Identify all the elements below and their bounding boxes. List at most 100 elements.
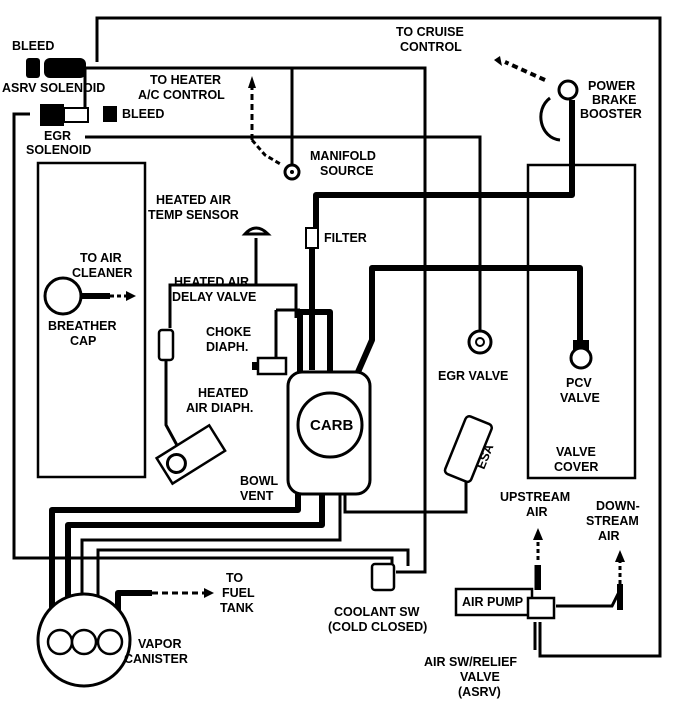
label-to-air-cleaner-1: TO AIR — [80, 251, 122, 265]
thin-vacuum-lines — [12, 16, 662, 658]
brake-booster-check-valve — [557, 79, 579, 101]
to-cruise-dashed — [504, 60, 546, 82]
label-heated-diaph-2: AIR DIAPH. — [186, 401, 253, 415]
pcv-valve-stem — [573, 340, 589, 350]
choke-diaphragm-tab — [252, 362, 258, 370]
label-egr-solenoid-2: SOLENOID — [26, 143, 91, 157]
esa-module — [443, 415, 494, 484]
label-pcv-1: PCV — [566, 376, 592, 390]
label-to-cruise-2: CONTROL — [400, 40, 462, 54]
label-asrv-solenoid: ASRV SOLENOID — [2, 81, 105, 95]
label-to-air-cleaner-2: CLEANER — [72, 266, 132, 280]
egr-valve-center — [475, 337, 485, 347]
label-bleed-egr: BLEED — [122, 107, 164, 121]
booster-to-filter-hose — [313, 100, 575, 228]
sensor-to-carb — [256, 283, 298, 318]
air-cleaner-housing — [36, 161, 147, 479]
label-delay-valve-1: HEATED AIR — [174, 275, 249, 289]
vacuum-filter — [305, 227, 319, 249]
egr-bleed-plug — [103, 106, 117, 122]
label-choke-2: DIAPH. — [206, 340, 248, 354]
label-egr-solenoid-1: EGR — [44, 129, 71, 143]
to-fuel-arrow — [204, 588, 214, 598]
egr-solenoid-port — [63, 107, 89, 123]
label-pcv-2: VALVE — [560, 391, 600, 405]
label-bleed-top: BLEED — [12, 39, 54, 53]
heater-branch — [250, 139, 283, 167]
label-to-fuel-3: TANK — [220, 601, 254, 615]
label-manifold-1: MANIFOLD — [310, 149, 376, 163]
thick-hose-lines — [49, 100, 623, 622]
label-heated-air-sensor-2: TEMP SENSOR — [148, 208, 239, 222]
label-valve-cover-2: COVER — [554, 460, 598, 474]
label-manifold-2: SOURCE — [320, 164, 373, 178]
label-to-fuel-1: TO — [226, 571, 243, 585]
carb-top-hose — [297, 309, 333, 372]
label-downstream-2: STREAM — [586, 514, 639, 528]
label-delay-valve-2: DELAY VALVE — [172, 290, 256, 304]
carburetor-bore — [296, 391, 364, 459]
to-cruise-arrow — [494, 56, 502, 66]
flow-arrows — [110, 56, 625, 598]
canister-purge-line-a — [80, 494, 342, 612]
solenoid-to-coolant-line — [85, 66, 427, 574]
label-asrv-1: AIR SW/RELIEF — [424, 655, 517, 669]
label-asrv-3: (ASRV) — [458, 685, 501, 699]
canister-purge-line-b — [96, 548, 410, 620]
label-valve-cover-1: VALVE — [556, 445, 596, 459]
bowl-vent-hose — [49, 494, 301, 622]
label-esa: ESA — [474, 442, 497, 471]
canister-port-center — [70, 628, 98, 656]
carb-purge-hose — [65, 494, 325, 612]
breather-cap — [43, 276, 83, 316]
label-to-heater-1: TO HEATER — [150, 73, 221, 87]
canister-port-right — [96, 628, 124, 656]
air-switch-relief-valve — [526, 596, 556, 620]
manifold-fitting-dot — [290, 170, 294, 174]
label-air-pump: AIR PUMP — [462, 595, 523, 609]
label-to-heater-2: A/C CONTROL — [138, 88, 225, 102]
label-coolant-1: COOLANT SW — [334, 605, 420, 619]
heated-air-diaphragm-port — [165, 452, 187, 474]
label-bowl-vent-1: BOWL — [240, 474, 279, 488]
asrv-bleed-plug — [26, 58, 40, 78]
brake-booster-body — [539, 96, 561, 142]
label-heated-air-sensor-1: HEATED AIR — [156, 193, 231, 207]
label-heated-diaph-1: HEATED — [198, 386, 248, 400]
label-vapor-2: CANISTER — [124, 652, 188, 666]
to-heater-arrow — [248, 76, 256, 88]
to-air-cleaner-arrow — [126, 291, 136, 301]
esa-line — [343, 482, 468, 514]
label-carb: CARB — [310, 417, 353, 434]
label-breather-1: BREATHER — [48, 319, 117, 333]
label-downstream-1: DOWN- — [596, 499, 640, 513]
pcv-valve — [569, 346, 593, 370]
sensor-to-delay-valve — [168, 238, 258, 328]
asrv-signal-line — [95, 16, 662, 658]
upstream-arrow — [533, 528, 543, 540]
delay-valve — [157, 328, 175, 362]
label-upstream-1: UPSTREAM — [500, 490, 570, 504]
label-downstream-3: AIR — [598, 529, 620, 543]
temp-sensor-cap — [241, 226, 272, 236]
label-power-brake-2: BRAKE — [592, 93, 636, 107]
label-to-cruise-1: TO CRUISE — [396, 25, 464, 39]
pcv-to-carb-hose — [355, 265, 583, 374]
label-power-brake-3: BOOSTER — [580, 107, 642, 121]
label-upstream-2: AIR — [526, 505, 548, 519]
egr-left-return-line — [12, 112, 394, 570]
label-to-fuel-2: FUEL — [222, 586, 255, 600]
label-vapor-1: VAPOR — [138, 637, 182, 651]
valve-cover-outline — [526, 163, 637, 480]
asrv-solenoid-body — [44, 58, 86, 78]
label-filter: FILTER — [324, 231, 367, 245]
label-power-brake-1: POWER — [588, 79, 635, 93]
label-asrv-2: VALVE — [460, 670, 500, 684]
label-bowl-vent-2: VENT — [240, 489, 274, 503]
heated-air-diaphragm — [154, 423, 227, 486]
coolant-switch — [370, 562, 396, 592]
esa-module-body — [443, 415, 494, 484]
